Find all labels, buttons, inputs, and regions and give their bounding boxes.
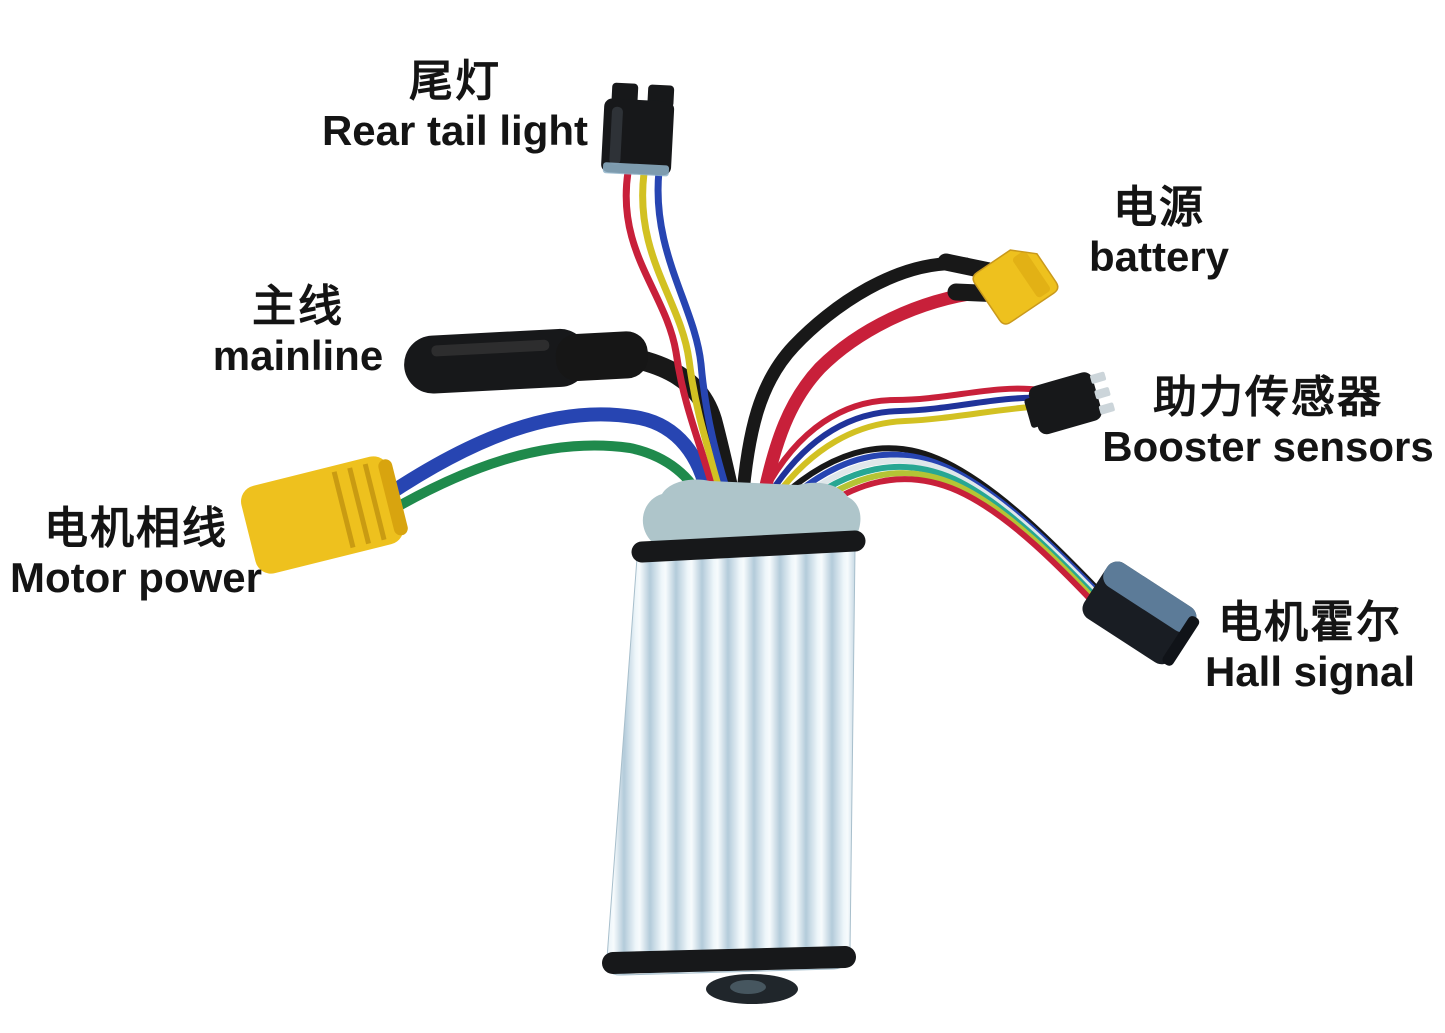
- booster-wire-red: [761, 385, 1043, 495]
- battery-connector: [972, 249, 1059, 325]
- booster-sensor-connector: [1024, 371, 1115, 435]
- hall-wire-red: [795, 476, 1115, 625]
- booster-sensor-connector-pin-3: [1098, 402, 1115, 415]
- booster-wire-blue: [767, 394, 1045, 497]
- motor-power-wire-blue: [379, 407, 715, 504]
- hall-signal-connector-endcap: [1162, 616, 1200, 666]
- label-rear-tail-light: 尾灯 Rear tail light: [322, 56, 588, 154]
- label-hall-signal-en: Hall signal: [1204, 648, 1416, 695]
- motor-power-connector-ribs: [331, 463, 387, 549]
- tail-light-wire-blue: [654, 167, 734, 505]
- booster-wire-yellow: [773, 403, 1047, 499]
- label-mainline-en: mainline: [212, 332, 384, 379]
- mainline-connector-neck: [555, 331, 649, 382]
- booster-sensor-connector-pin-2: [1094, 387, 1111, 400]
- controller-top-edge: [631, 530, 866, 563]
- controller-bottom-edge: [602, 946, 856, 974]
- mainline-connector-highlight: [431, 339, 550, 357]
- tail-light-connector-band: [602, 162, 670, 177]
- tail-light-connector: [601, 82, 675, 177]
- label-battery-zh: 电源: [1113, 183, 1205, 232]
- label-booster-sensors: 助力传感器 Booster sensors: [1102, 372, 1433, 470]
- battery-connector-body: [972, 249, 1059, 325]
- hall-signal-connector-band: [1103, 561, 1197, 633]
- booster-sensor-connector-pin-1: [1090, 371, 1107, 384]
- label-booster-sensors-en: Booster sensors: [1102, 423, 1434, 470]
- label-mainline-zh: 主线: [251, 282, 344, 331]
- tail-light-wire-yellow: [639, 169, 727, 505]
- mainline-connector: [404, 328, 649, 394]
- booster-sensor-connector-body: [1028, 372, 1102, 435]
- label-battery: 电源 battery: [1089, 182, 1229, 280]
- controller-unit: [602, 479, 866, 1004]
- motor-power-connector: [241, 456, 408, 574]
- controller-bottom-nub-highlight: [730, 980, 766, 994]
- label-hall-signal-zh: 电机霍尔: [1218, 598, 1402, 647]
- motor-power-connector-body: [241, 456, 404, 574]
- controller-heatsink-body: [606, 548, 856, 976]
- motor-power-wire-green: [373, 440, 707, 523]
- tail-light-connector-highlight: [609, 106, 623, 165]
- booster-sensor-connector-latch: [1024, 396, 1043, 428]
- battery-wire-red: [755, 285, 989, 511]
- label-mainline: 主线 mainline: [213, 281, 383, 379]
- tail-light-wire-red: [622, 168, 720, 504]
- label-rear-tail-light-en: Rear tail light: [321, 107, 589, 154]
- label-motor-power: 电机相线 Motor power: [10, 503, 262, 601]
- motor-power-connector-endcap: [378, 459, 408, 536]
- label-motor-power-en: Motor power: [10, 554, 262, 601]
- connectors-layer: [241, 82, 1200, 666]
- battery-wire-black: [735, 257, 973, 511]
- wires-layer: [373, 167, 1115, 625]
- label-rear-tail-light-zh: 尾灯: [409, 57, 501, 106]
- battery-connector-shade: [1013, 251, 1051, 298]
- label-battery-en: battery: [1088, 233, 1230, 280]
- controller-potting-cap: [642, 479, 861, 542]
- label-motor-power-zh: 电机相线: [43, 504, 228, 553]
- label-hall-signal: 电机霍尔 Hall signal: [1205, 597, 1415, 695]
- label-booster-sensors-zh: 助力传感器: [1152, 373, 1383, 422]
- hall-signal-connector: [1082, 561, 1200, 666]
